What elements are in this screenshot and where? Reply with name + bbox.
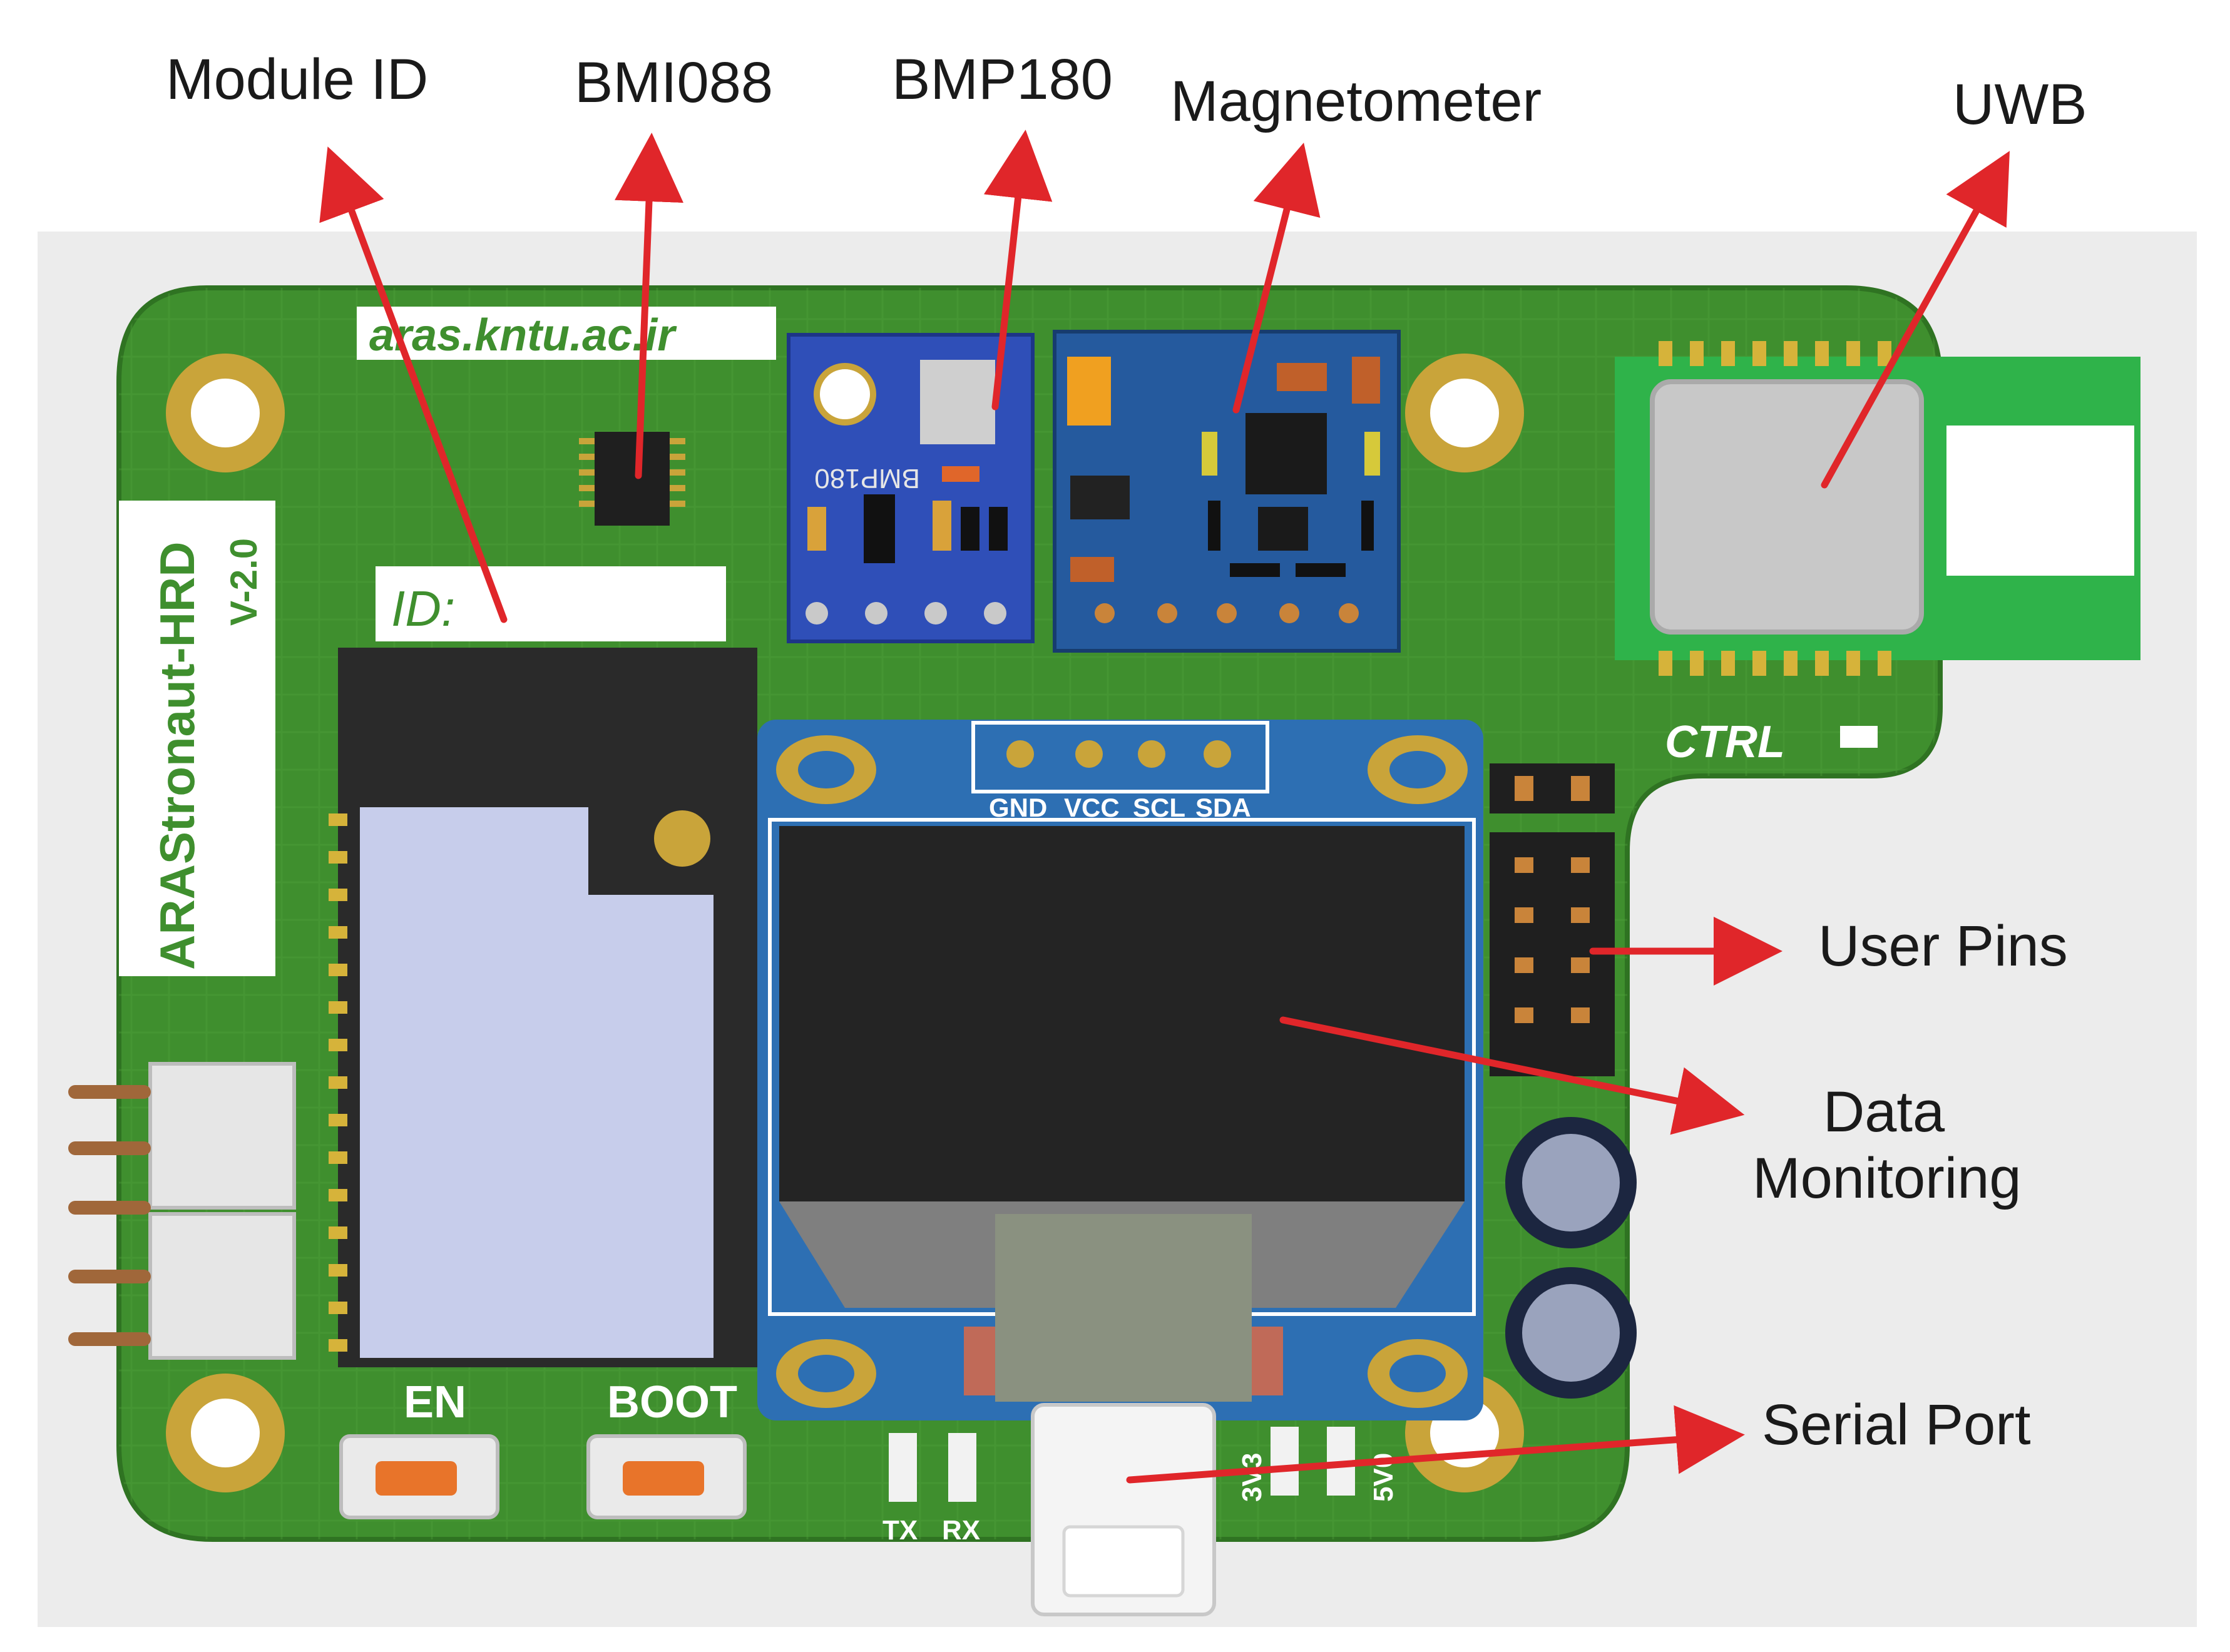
oled-pin-gnd: GND — [989, 793, 1047, 822]
ctrl-label: CTRL — [1665, 717, 1785, 767]
user-pin-header — [1490, 763, 1615, 1076]
callout-uwb: UWB — [1953, 72, 2087, 138]
website-label: aras.kntu.ac.ir — [369, 310, 677, 360]
oled-pin-vcc: VCC — [1064, 793, 1120, 822]
3v3-label: 3V3 — [1237, 1453, 1267, 1502]
id-label: ID: — [391, 581, 455, 636]
callout-data-monitoring-line1: Data — [1752, 1079, 2015, 1146]
3v3-led — [1271, 1427, 1299, 1496]
tx-label: TX — [882, 1515, 918, 1546]
en-button — [341, 1436, 498, 1517]
magnetometer-module — [1055, 332, 1399, 651]
boot-label: BOOT — [607, 1377, 737, 1427]
oled-pin-scl: SCL — [1133, 793, 1185, 822]
ctrl-led — [1840, 726, 1878, 748]
rx-label: RX — [942, 1515, 980, 1546]
rx-led — [948, 1433, 976, 1502]
oled-display — [757, 720, 1483, 1420]
callout-data-monitoring: Data Monitoring — [1752, 1079, 2015, 1212]
bmi088-chip — [579, 432, 685, 526]
tx-led — [889, 1433, 917, 1502]
en-label: EN — [404, 1377, 466, 1427]
esp32-module — [329, 648, 757, 1367]
board-version: V-2.0 — [223, 538, 265, 626]
callout-module-id: Module ID — [166, 47, 428, 113]
callout-bmp180: BMP180 — [892, 47, 1113, 113]
usb-serial-port — [1033, 1405, 1214, 1614]
callout-user-pins: User Pins — [1818, 914, 2068, 980]
callout-serial-port: Serial Port — [1762, 1392, 2031, 1459]
oled-pin-sda: SDA — [1195, 793, 1251, 822]
callout-magnetometer: Magnetometer — [1170, 69, 1542, 135]
callout-bmi088: BMI088 — [575, 50, 773, 116]
callout-data-monitoring-line2: Monitoring — [1752, 1146, 2015, 1212]
boot-button — [588, 1436, 745, 1517]
bmp180-chip-label: BMP180 — [814, 463, 920, 494]
board-name: ARAStronaut-HRD — [150, 541, 205, 970]
